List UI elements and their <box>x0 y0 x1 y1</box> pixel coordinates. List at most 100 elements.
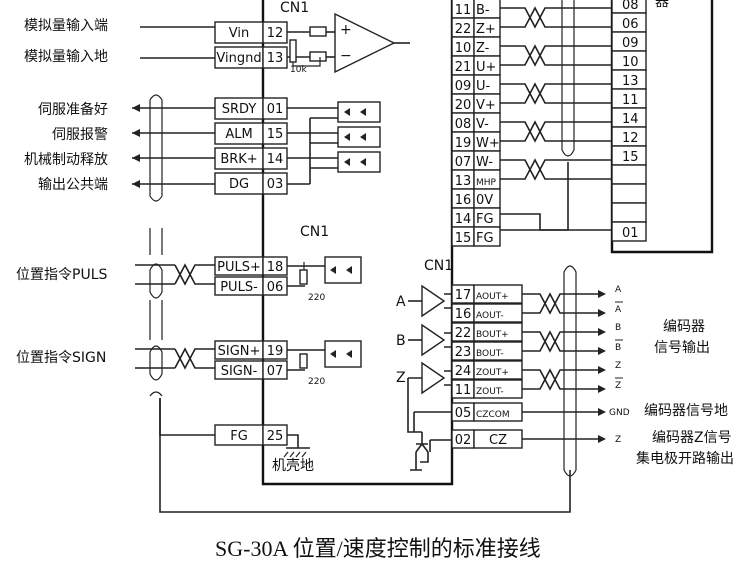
encoder-output-name: CZ <box>489 433 507 448</box>
motor-pin: 08 <box>455 117 472 132</box>
motor-signal-name: W+ <box>476 136 500 151</box>
pin-number: 15 <box>267 127 284 142</box>
motor-pin: 13 <box>455 174 472 189</box>
motor-signal-name: Z+ <box>476 22 496 37</box>
pin-number: 06 <box>267 280 284 295</box>
optocoupler <box>337 101 381 123</box>
encoder-output-name: ZOUT+ <box>476 368 509 378</box>
encoder-output-name: BOUT- <box>476 349 504 359</box>
motor-pin: 21 <box>455 60 472 75</box>
encoder-pin: 11 <box>622 93 639 108</box>
output-letter: B <box>615 343 621 353</box>
motor-signal-name: U+ <box>476 60 496 75</box>
encoder-partial-label: 器 <box>655 0 669 10</box>
cn1-top-label: CN1 <box>280 0 309 16</box>
svg-text:+: + <box>340 22 352 38</box>
encoder-pin: 09 <box>622 36 639 51</box>
motor-wiring <box>500 0 612 231</box>
label-analog-in: 模拟量输入端 <box>24 18 108 34</box>
motor-signal-name: FG <box>476 231 494 246</box>
line-drivers: A B Z <box>396 284 452 471</box>
opamp <box>334 12 396 74</box>
output-letter: Z <box>615 361 621 371</box>
output-letter: Z <box>615 381 621 391</box>
signal-name: PULS- <box>220 280 258 295</box>
encoder-output-name: AOUT- <box>476 311 504 321</box>
signal-name: Vin <box>229 26 249 41</box>
signal-name: SRDY <box>222 102 257 117</box>
right-labels: 编码器 信号输出 编码器信号地 编码器Z信号 集电极开路输出 <box>636 319 734 467</box>
label-output-common: 输出公共端 <box>38 177 108 193</box>
label-servo-alarm: 伺服报警 <box>52 127 108 143</box>
label-signal-output: 信号输出 <box>654 340 710 356</box>
signal-name: Vingnd <box>216 51 261 66</box>
driver-input-b: B <box>396 333 406 349</box>
label-encoder: 编码器 <box>663 319 705 335</box>
resistor <box>309 26 327 37</box>
line-driver-b <box>421 323 446 357</box>
output-gnd: GND <box>609 408 630 418</box>
motor-pin: 16 <box>455 193 472 208</box>
encoder-pin: 14 <box>622 112 639 127</box>
signal-name: BRK+ <box>220 152 257 167</box>
motor-pin: 11 <box>455 3 472 18</box>
left-wiring <box>132 26 571 513</box>
resistor <box>299 353 308 369</box>
resistor <box>309 51 327 62</box>
driver-input-z: Z <box>396 370 406 386</box>
motor-signal-name: U- <box>476 79 491 94</box>
pin-number: 19 <box>267 344 284 359</box>
label-pos-puls: 位置指令PULS <box>16 267 107 283</box>
cn1-encoder-label: CN1 <box>424 258 453 274</box>
motor-pin: 20 <box>455 98 472 113</box>
chassis-label: 机壳地 <box>272 457 314 474</box>
driver-input-a: A <box>396 294 406 310</box>
optocoupler <box>337 126 381 148</box>
cn1-mid-label: CN1 <box>300 224 329 240</box>
motor-signal-name: FG <box>476 212 494 227</box>
encoder-pin: 06 <box>622 17 639 32</box>
motor-signal-name: W- <box>476 155 493 170</box>
encoder-output-name: CZCOM <box>476 410 510 420</box>
encoder-output-name: AOUT+ <box>476 292 509 302</box>
optocoupler <box>337 151 381 173</box>
signal-name: ALM <box>225 127 252 142</box>
signal-name: FG <box>230 429 248 444</box>
resistor <box>299 269 308 285</box>
label-brake-release: 机械制动释放 <box>24 152 108 168</box>
analog-input-circuit: + − 10k <box>287 12 410 75</box>
pin-number: 07 <box>267 364 284 379</box>
chassis-ground: 机壳地 <box>272 434 314 474</box>
left-signal-boxes <box>214 21 288 446</box>
output-letter: A <box>615 305 622 315</box>
pin-number: 14 <box>267 152 284 167</box>
encoder-output-pin: 16 <box>455 307 472 322</box>
pin-number: 03 <box>267 177 284 192</box>
motor-signal-name: V+ <box>476 98 496 113</box>
label-pos-sign: 位置指令SIGN <box>16 350 106 366</box>
encoder-output-pin: 11 <box>455 383 472 398</box>
motor-pin: 15 <box>455 231 472 246</box>
motor-signal-name: V- <box>476 117 489 132</box>
motor-pin: 14 <box>455 212 472 227</box>
encoder-pin: 15 <box>622 150 639 165</box>
resistor-220-sign: 220 <box>308 377 325 387</box>
pin-number: 18 <box>267 260 284 275</box>
motor-pin: 19 <box>455 136 472 151</box>
label-open-collector: 集电极开路输出 <box>636 450 734 467</box>
encoder-pin: 13 <box>622 74 639 89</box>
pin-number: 25 <box>267 429 284 444</box>
resistor-10k-label: 10k <box>290 65 307 75</box>
line-driver-z <box>421 361 446 395</box>
output-cz: Z <box>615 435 621 445</box>
pin-number: 12 <box>267 26 284 41</box>
line-driver-a <box>421 284 446 318</box>
encoder-output-pin: 23 <box>455 345 472 360</box>
signal-name: SIGN+ <box>218 344 261 359</box>
signal-name: SIGN- <box>221 364 258 379</box>
motor-signal-name: Z- <box>476 41 490 56</box>
encoder-output-name: ZOUT- <box>476 387 504 397</box>
